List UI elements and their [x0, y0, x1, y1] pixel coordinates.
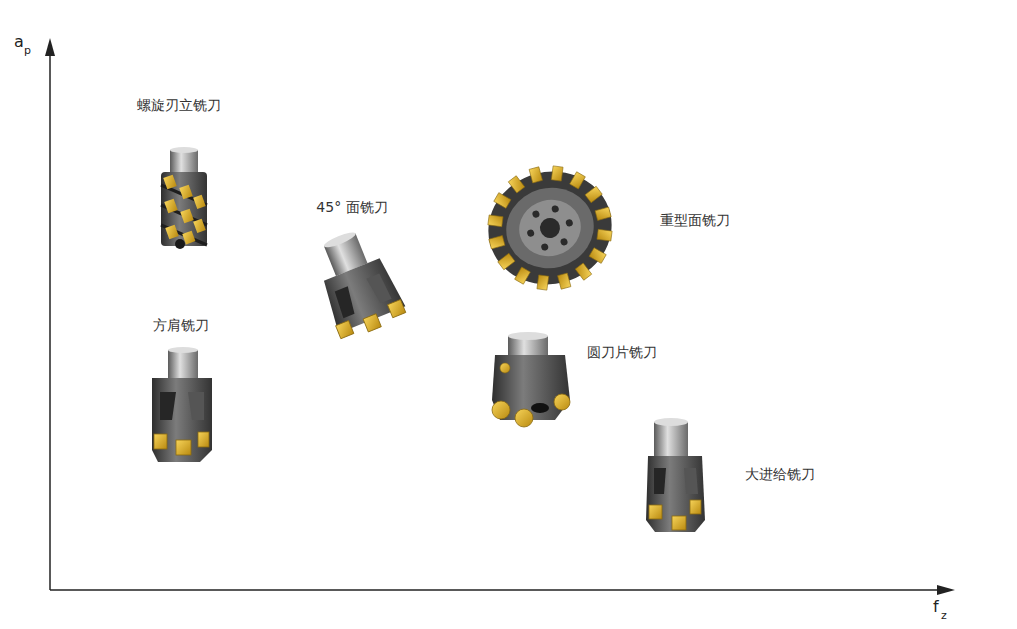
axis-subscript: p — [24, 45, 31, 56]
cutter-name: 大进给铣刀 — [745, 466, 815, 483]
region-ellipse — [468, 140, 638, 310]
x-axis-arrow — [937, 585, 955, 595]
face-mill-45 — [305, 223, 409, 343]
axis-label: a — [14, 34, 24, 50]
cutter-name: 45° 面铣刀 — [316, 199, 387, 216]
cutter-name: 重型面铣刀 — [660, 212, 730, 229]
y-axis — [49, 52, 51, 590]
region-ellipse — [465, 437, 915, 532]
cutter-name: 圆刀片铣刀 — [587, 344, 657, 361]
helical-end-mill — [161, 147, 207, 249]
region-ellipse — [458, 305, 604, 449]
axis-subscript: z — [941, 610, 947, 621]
axis-label: f — [933, 599, 939, 615]
region-ellipse — [247, 117, 483, 467]
high-feed-mill — [646, 418, 705, 532]
round-insert-mill — [492, 332, 570, 427]
square-shoulder-mill — [152, 347, 212, 462]
heavy-face-mill — [474, 152, 626, 304]
region-ellipse — [104, 38, 258, 510]
cutter-name: 方肩铣刀 — [153, 317, 209, 334]
cutter-name: 螺旋刃立铣刀 — [137, 97, 221, 114]
y-axis-arrow — [45, 38, 55, 56]
x-axis — [50, 589, 940, 591]
